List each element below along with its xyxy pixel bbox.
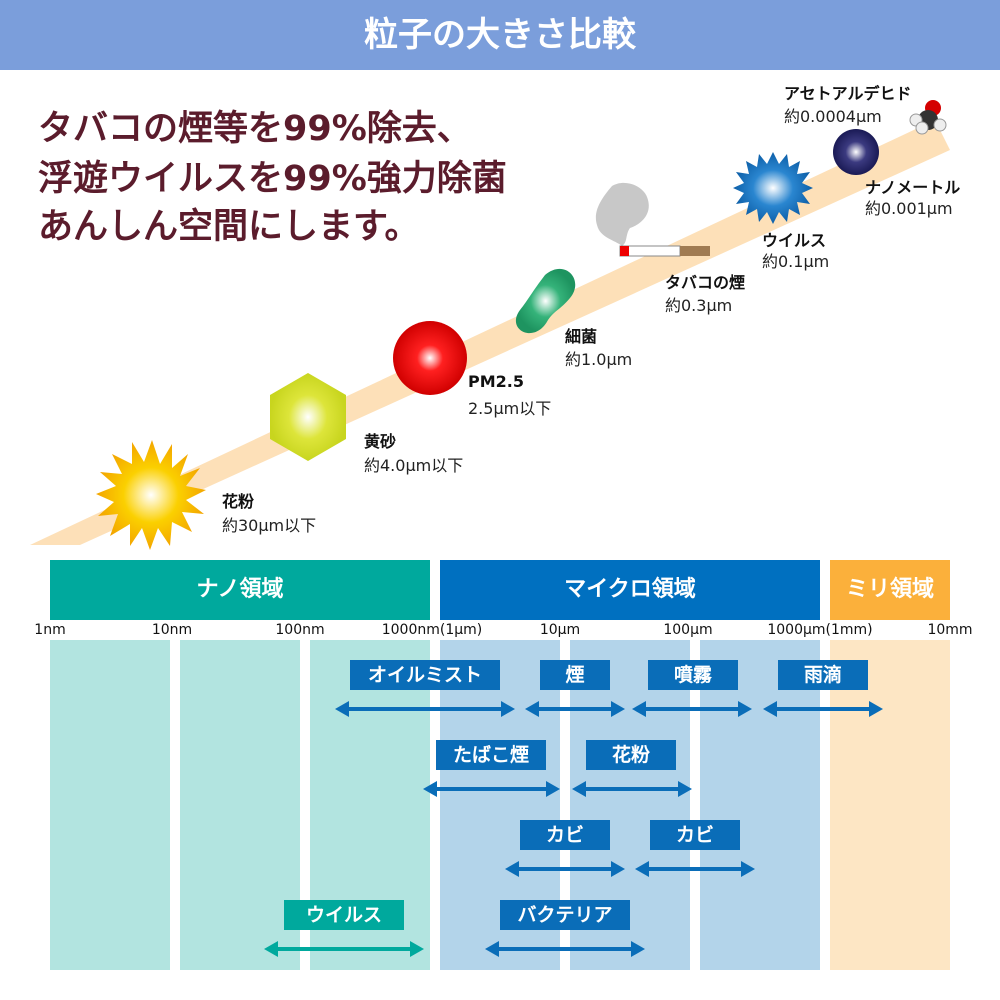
double-arrow-icon xyxy=(335,701,515,717)
tick-label: 10nm xyxy=(151,622,193,638)
particle-size: 2.5μm以下 xyxy=(468,399,552,418)
smoke-icon xyxy=(595,182,649,246)
range-label-mold: カビ xyxy=(650,820,740,850)
tick-label: 1000nm(1μm) xyxy=(381,622,483,638)
pm25-icon xyxy=(393,321,467,395)
double-arrow-icon xyxy=(485,941,645,957)
particle-name: アセトアルデヒド xyxy=(784,84,912,103)
particle-name: タバコの煙 xyxy=(665,273,746,292)
range-label-oil-mist: オイルミスト xyxy=(350,660,500,690)
region-nano: ナノ領域 xyxy=(50,560,430,620)
page-title: 粒子の大きさ比較 xyxy=(0,0,1000,70)
double-arrow-icon xyxy=(632,701,752,717)
double-arrow-icon xyxy=(505,861,625,877)
bacteria-icon xyxy=(515,268,576,334)
particle-name: ナノメートル xyxy=(865,178,961,197)
tick-label: 100nm xyxy=(275,622,325,638)
range-label-bacteria: バクテリア xyxy=(500,900,630,930)
range-label-raindrop: 雨滴 xyxy=(778,660,868,690)
headline-line-3: あんしん空間にします。 xyxy=(38,207,420,247)
scale-column xyxy=(180,640,300,970)
particle-size: 約0.0004μm xyxy=(784,107,882,126)
region-micro: マイクロ領域 xyxy=(440,560,820,620)
particle-size: 約0.001μm xyxy=(865,199,953,218)
range-label-tobacco-smoke: たばこ煙 xyxy=(436,740,546,770)
tick-label: 1nm xyxy=(34,622,66,638)
range-label-mold: カビ xyxy=(520,820,610,850)
virus-icon xyxy=(733,152,813,224)
yellow-sand-icon xyxy=(270,373,346,461)
particle-size: 約4.0μm以下 xyxy=(364,456,464,475)
region-milli: ミリ領域 xyxy=(830,560,950,620)
double-arrow-icon xyxy=(264,941,424,957)
size-scale-band xyxy=(30,120,950,545)
nanometer-sphere-icon xyxy=(833,129,879,175)
headline-line-2: 浮遊ウイルスを99%強力除菌 xyxy=(38,159,507,199)
particle-name: 花粉 xyxy=(222,492,255,511)
particle-name: 細菌 xyxy=(565,327,598,346)
pollen-icon xyxy=(96,440,206,550)
particle-name: ウイルス xyxy=(762,231,827,250)
particle-size: 約30μm以下 xyxy=(222,516,317,535)
range-label-smoke: 煙 xyxy=(540,660,610,690)
tick-label: 100μm xyxy=(663,622,713,638)
tick-label: 10μm xyxy=(539,622,581,638)
particle-size: 約1.0μm xyxy=(565,350,633,369)
range-label-virus: ウイルス xyxy=(284,900,404,930)
particle-size: 約0.3μm xyxy=(665,296,733,315)
cigarette-icon xyxy=(619,245,710,257)
headline-line-1: タバコの煙等を99%除去、 xyxy=(38,109,472,149)
particle-illustration xyxy=(30,100,950,550)
range-label-spray: 噴霧 xyxy=(648,660,738,690)
scale-column xyxy=(830,640,950,970)
double-arrow-icon xyxy=(572,781,692,797)
particle-name: PM2.5 xyxy=(468,372,524,391)
scale-column xyxy=(50,640,170,970)
double-arrow-icon xyxy=(635,861,755,877)
range-label-pollen: 花粉 xyxy=(586,740,676,770)
double-arrow-icon xyxy=(763,701,883,717)
double-arrow-icon xyxy=(423,781,560,797)
scale-column xyxy=(700,640,820,970)
double-arrow-icon xyxy=(525,701,625,717)
particle-name: 黄砂 xyxy=(364,432,397,451)
tick-label: 1000μm(1mm) xyxy=(767,622,873,638)
particle-size: 約0.1μm xyxy=(762,252,830,271)
acetaldehyde-molecule-icon xyxy=(909,100,947,135)
tick-label: 10mm xyxy=(927,622,973,638)
